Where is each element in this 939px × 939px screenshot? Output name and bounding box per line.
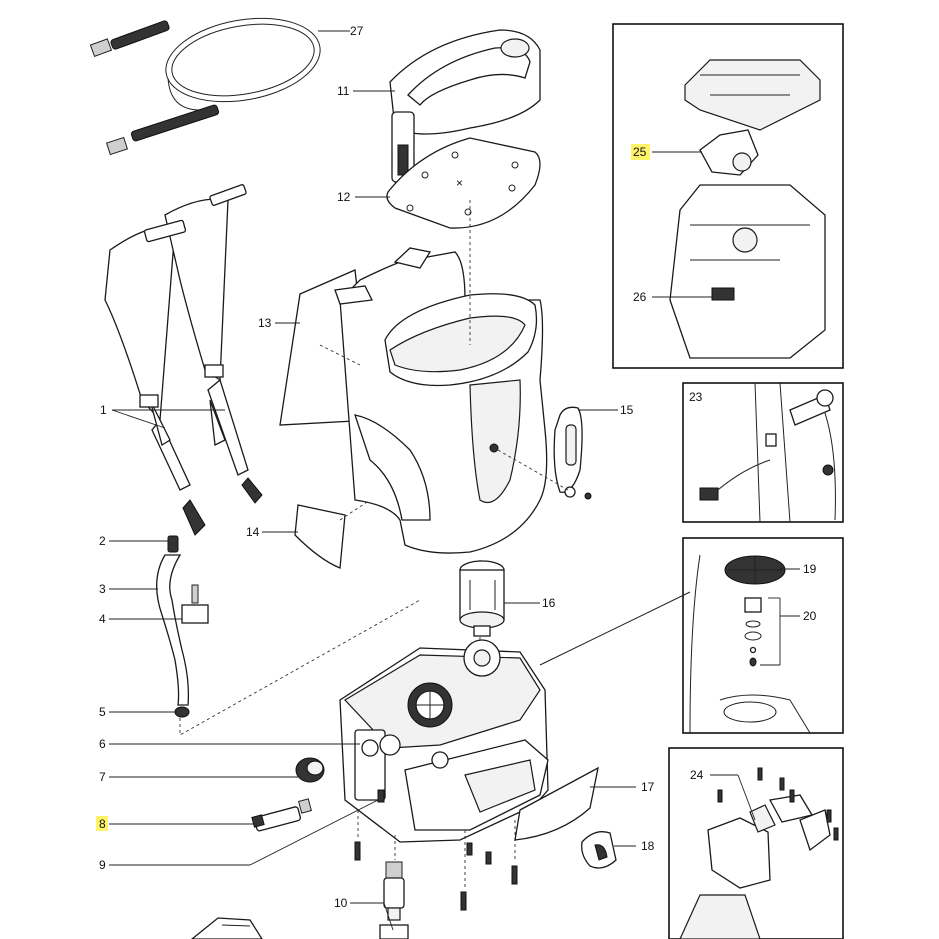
callout-8: 8 xyxy=(99,817,106,831)
callout-10: 10 xyxy=(334,896,348,910)
callout-5: 5 xyxy=(99,705,106,719)
part-11-lid-handle[interactable] xyxy=(389,29,541,183)
part-16-motor[interactable] xyxy=(459,560,505,637)
inset-detail-23 xyxy=(682,382,844,523)
callout-12: 12 xyxy=(337,190,351,204)
svg-text:×: × xyxy=(456,176,463,190)
part-3-tube[interactable] xyxy=(156,554,190,706)
callout-9: 9 xyxy=(99,858,106,872)
part-17-cover[interactable] xyxy=(514,766,599,841)
leader-lines xyxy=(109,30,800,931)
part-14-sheet[interactable] xyxy=(294,504,346,569)
callout-4: 4 xyxy=(99,612,106,626)
part-10-valve[interactable] xyxy=(379,861,409,939)
part-15-side-handle[interactable] xyxy=(489,406,592,500)
callout-16: 16 xyxy=(542,596,556,610)
inset-detail-25-26 xyxy=(612,23,844,369)
callout-14: 14 xyxy=(246,525,260,539)
callout-13: 13 xyxy=(258,316,272,330)
spray-gun-fragment xyxy=(190,917,263,939)
inset-detail-19-20 xyxy=(539,537,844,734)
callout-17: 17 xyxy=(641,780,655,794)
part-27-hose[interactable] xyxy=(89,7,326,156)
highlight-8 xyxy=(96,816,108,831)
container-body xyxy=(334,200,548,554)
callout-1: 1 xyxy=(100,403,107,417)
inset-detail-24 xyxy=(668,747,844,939)
callout-6: 6 xyxy=(99,737,106,751)
callout-2: 2 xyxy=(99,534,106,548)
machine-base xyxy=(339,560,549,890)
callout-15: 15 xyxy=(620,403,634,417)
screws xyxy=(354,841,518,911)
part-12-plate[interactable]: × xyxy=(386,137,541,229)
assembly-dashed-lines xyxy=(179,344,421,736)
part-18-button[interactable] xyxy=(581,831,617,869)
part-2-clip[interactable] xyxy=(167,535,179,553)
part-4-adapter[interactable] xyxy=(181,584,209,624)
callout-labels: 27 11 12 13 1 14 15 16 2 3 4 5 6 7 8 9 1… xyxy=(96,24,655,910)
callout-11: 11 xyxy=(337,84,350,98)
part-8-nozzle[interactable] xyxy=(251,798,312,832)
part-7-knob[interactable] xyxy=(295,757,325,783)
callout-7: 7 xyxy=(99,770,106,784)
callout-27: 27 xyxy=(350,24,364,38)
part-9-screw[interactable] xyxy=(377,789,385,803)
callout-18: 18 xyxy=(641,839,655,853)
callout-3: 3 xyxy=(99,582,106,596)
part-1-shoulder-straps[interactable] xyxy=(104,184,263,536)
